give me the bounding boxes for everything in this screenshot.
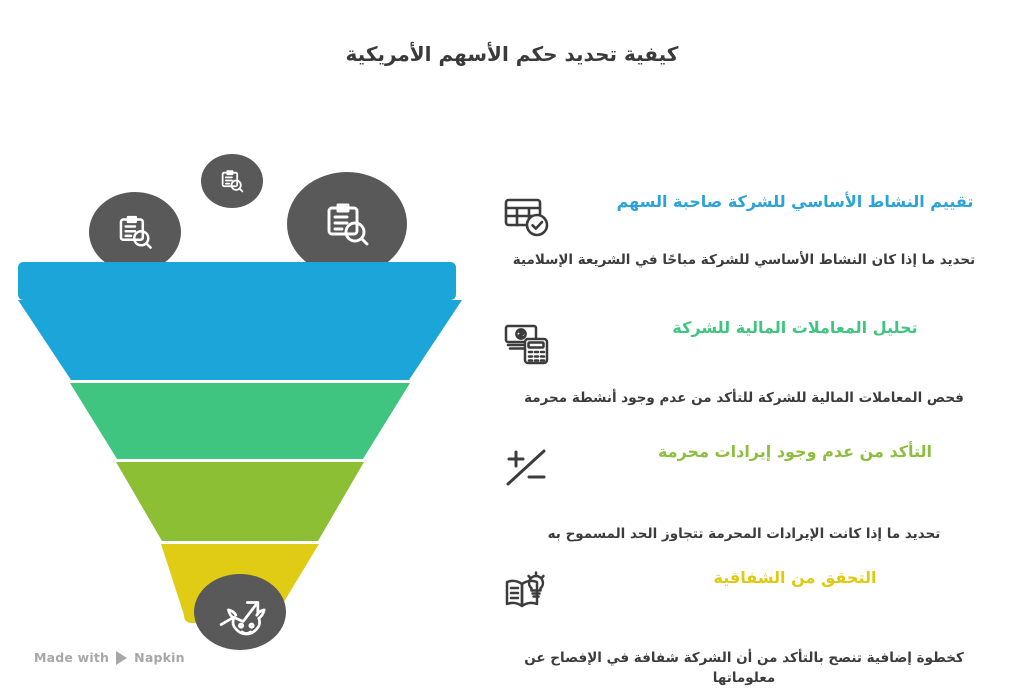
step-1-description: تحديد ما إذا كان النشاط الأساسي للشركة م… xyxy=(512,252,976,268)
watermark-brand: Napkin xyxy=(134,650,185,665)
step-item-2: تحليل المعاملات المالية للشركة فحص المعا… xyxy=(494,312,1024,430)
money-calculator-icon xyxy=(494,312,560,374)
funnel-diagram xyxy=(0,120,480,650)
funnel-bubble-large xyxy=(287,172,407,276)
funnel-bubble-small xyxy=(201,154,263,208)
funnel-stage-3 xyxy=(116,462,364,541)
step-1-title: تقييم النشاط الأساسي للشركة صاحبة السهم xyxy=(616,192,974,211)
plus-minus-icon xyxy=(494,436,560,498)
step-3-description: تحديد ما إذا كانت الإيرادات المحرمة تتجا… xyxy=(547,526,941,542)
step-item-3: التأكد من عدم وجود إيرادات محرمة تحديد م… xyxy=(494,436,1024,556)
step-3-header: التأكد من عدم وجود إيرادات محرمة xyxy=(494,436,1024,498)
page-title: كيفية تحديد حكم الأسهم الأمريكية xyxy=(345,42,679,66)
step-4-description: كخطوة إضافية تنصح بالتأكد من أن الشركة ش… xyxy=(524,650,964,687)
step-4-title: التحقق من الشفافية xyxy=(713,568,877,587)
napkin-logo-icon xyxy=(116,650,128,665)
step-2-title: تحليل المعاملات المالية للشركة xyxy=(672,318,918,337)
step-item-4: التحقق من الشفافية كخطوة إضافية تنصح بال… xyxy=(494,562,1024,686)
step-item-1: تقييم النشاط الأساسي للشركة صاحبة السهم … xyxy=(494,186,1024,306)
steps-list: تقييم النشاط الأساسي للشركة صاحبة السهم … xyxy=(494,186,1024,688)
step-2-header: تحليل المعاملات المالية للشركة xyxy=(494,312,1024,374)
bull-growth-arrow-icon xyxy=(219,601,266,636)
funnel-stage-1 xyxy=(18,262,462,380)
table-check-icon xyxy=(494,186,560,248)
funnel-outcome-bubble xyxy=(194,574,286,650)
step-2-description: فحص المعاملات المالية للشركة للتأكد من ع… xyxy=(524,390,964,406)
funnel-bubble-medium xyxy=(89,192,181,272)
book-lightbulb-icon xyxy=(494,562,560,624)
funnel-stage-2 xyxy=(70,383,410,459)
watermark-made-with: Made with xyxy=(34,650,110,665)
step-3-title: التأكد من عدم وجود إيرادات محرمة xyxy=(657,442,933,461)
napkin-watermark: Made with Napkin xyxy=(34,650,185,665)
step-4-header: التحقق من الشفافية xyxy=(494,562,1024,624)
step-1-header: تقييم النشاط الأساسي للشركة صاحبة السهم xyxy=(494,186,1024,248)
